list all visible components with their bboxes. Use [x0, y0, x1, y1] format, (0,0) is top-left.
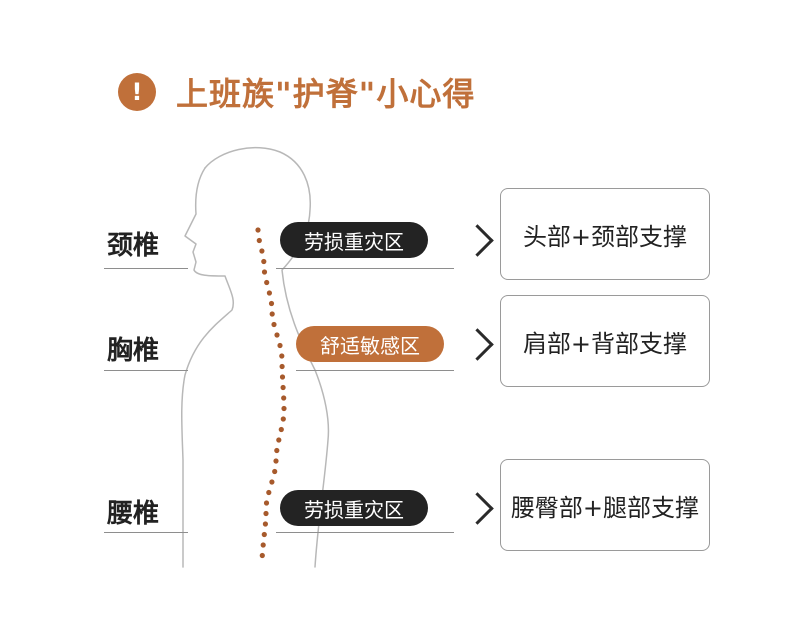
- spine-dot: [279, 374, 286, 380]
- spine-dot: [278, 426, 284, 433]
- divider: [296, 370, 454, 371]
- spine-dot: [259, 552, 265, 559]
- spine-dot: [261, 258, 267, 265]
- exclamation-icon: !: [118, 73, 156, 111]
- divider: [104, 532, 188, 533]
- spine-dot: [259, 248, 265, 254]
- spine-dot: [281, 395, 287, 401]
- spine-dot: [279, 363, 285, 370]
- spine-dot: [281, 405, 287, 412]
- divider: [104, 370, 188, 371]
- zone-badge-lumbar: 劳损重灾区: [280, 490, 428, 526]
- spine-dot: [273, 458, 279, 464]
- spine-dot: [261, 269, 268, 275]
- section-label-cervical: 颈椎: [107, 231, 160, 261]
- spine-dot: [268, 300, 275, 307]
- divider: [276, 532, 454, 533]
- support-box-shoulder-back: 肩部+背部支撑: [500, 295, 710, 387]
- spine-dot: [255, 227, 261, 233]
- divider: [276, 268, 454, 269]
- spine-dot: [271, 321, 277, 328]
- support-box-waist-leg: 腰臀部+腿部支撑: [500, 459, 710, 551]
- spine-dot: [264, 279, 270, 286]
- spine-dot: [269, 479, 275, 485]
- zone-badge-thoracic: 舒适敏感区: [296, 326, 444, 362]
- spine-dot: [280, 384, 286, 391]
- section-label-lumbar: 腰椎: [107, 499, 160, 529]
- spine-dot: [269, 311, 275, 317]
- spine-dot: [256, 237, 262, 244]
- spine-dot: [266, 290, 272, 296]
- spine-dot: [263, 510, 269, 517]
- page-header: ! 上班族"护脊"小心得: [118, 70, 475, 114]
- spine-dot: [274, 447, 280, 454]
- spine-dot: [262, 521, 268, 527]
- spine-dot: [280, 416, 286, 422]
- spine-dot: [279, 353, 285, 359]
- spine-dot: [260, 542, 266, 548]
- divider: [104, 268, 188, 269]
- support-box-head-neck: 头部+颈部支撑: [500, 188, 710, 280]
- spine-dot: [272, 468, 278, 475]
- spine-dot: [261, 531, 267, 538]
- spine-dot: [266, 489, 272, 496]
- section-label-thoracic: 胸椎: [107, 336, 160, 366]
- page-title: 上班族"护脊"小心得: [176, 75, 476, 113]
- spine-dot: [276, 437, 282, 443]
- zone-badge-cervical: 劳损重灾区: [280, 222, 428, 258]
- spine-dot: [277, 342, 283, 349]
- spine-dot: [274, 332, 280, 338]
- spine-dot: [263, 500, 270, 506]
